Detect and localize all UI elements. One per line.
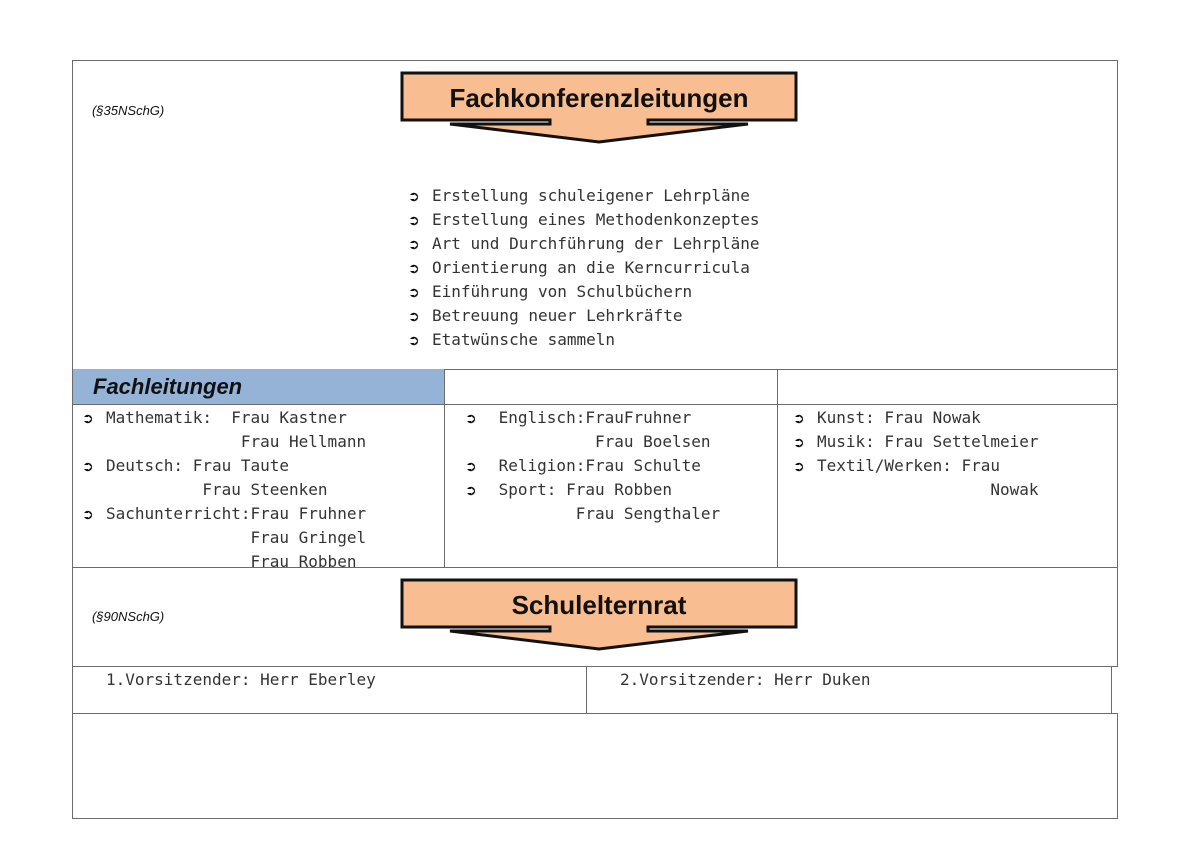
- arrow-bullet-icon: ➲: [793, 459, 805, 475]
- banner-arrow-shape: [400, 578, 798, 651]
- arrow-bullet-icon: ➲: [408, 333, 420, 349]
- table-cell-line: ➲Musik: Frau Settelmeier: [793, 430, 1039, 454]
- arrow-bullet-icon: ➲: [465, 459, 477, 475]
- fachkonferenz-law-ref: (§35NSchG): [92, 103, 165, 118]
- table-divider: [72, 404, 1118, 405]
- arrow-bullet-icon: ➲: [793, 411, 805, 427]
- table-cell-line: ➲ Sport: Frau Robben: [465, 478, 720, 502]
- table-divider: [586, 666, 587, 714]
- table-divider: [777, 369, 778, 568]
- table-cell-line: ➲Deutsch: Frau Taute: [82, 454, 366, 478]
- arrow-bullet-icon: ➲: [408, 309, 420, 325]
- table-cell-line: ➲ Englisch:FrauFruhner: [465, 406, 720, 430]
- empty-notes-box: [72, 713, 1118, 819]
- arrow-bullet-icon: ➲: [408, 285, 420, 301]
- table-cell-line: ➲Sachunterricht:Frau Fruhner: [82, 502, 366, 526]
- fachkonferenz-banner: Fachkonferenzleitungen: [398, 70, 800, 146]
- arrow-bullet-icon: ➲: [408, 189, 420, 205]
- fachleitungen-col-3: ➲Kunst: Frau Nowak ➲Musik: Frau Settelme…: [793, 406, 1039, 502]
- fachleitungen-title: Fachleitungen: [73, 369, 444, 404]
- arrow-bullet-icon: ➲: [465, 411, 477, 427]
- list-item: ➲Betreuung neuer Lehrkräfte: [408, 304, 760, 328]
- list-item: ➲Einführung von Schulbüchern: [408, 280, 760, 304]
- arrow-bullet-icon: ➲: [82, 507, 94, 523]
- schulelternrat-title: Schulelternrat: [511, 590, 687, 620]
- list-item: ➲Erstellung schuleigener Lehrpläne: [408, 184, 760, 208]
- list-item: ➲Art und Durchführung der Lehrpläne: [408, 232, 760, 256]
- schulelternrat-banner: Schulelternrat: [398, 577, 800, 653]
- fachleitungen-col-2: ➲ Englisch:FrauFruhner Frau Boelsen ➲ Re…: [465, 406, 720, 526]
- chair-2-text: 2.Vorsitzender: Herr Duken: [620, 670, 871, 689]
- table-cell-line: Frau Gringel: [106, 528, 367, 547]
- table-cell-line: Frau Hellmann: [106, 432, 367, 451]
- arrow-bullet-icon: ➲: [82, 459, 94, 475]
- table-cell-line: ➲Mathematik: Frau Kastner: [82, 406, 366, 430]
- arrow-bullet-icon: ➲: [793, 435, 805, 451]
- table-cell-line: Frau Steenken: [106, 480, 328, 499]
- list-item: ➲Orientierung an die Kerncurricula: [408, 256, 760, 280]
- arrow-bullet-icon: ➲: [465, 483, 477, 499]
- fachkonferenz-title: Fachkonferenzleitungen: [449, 83, 749, 113]
- table-cell-line: Nowak: [817, 480, 1039, 499]
- table-cell-line: Frau Boelsen: [489, 432, 711, 451]
- schulelternrat-law-ref: (§90NSchG): [92, 609, 165, 624]
- table-cell-line: ➲Textil/Werken: Frau: [793, 454, 1039, 478]
- table-cell-line: ➲Kunst: Frau Nowak: [793, 406, 1039, 430]
- table-cell-line: Frau Sengthaler: [489, 504, 721, 523]
- task-list: ➲Erstellung schuleigener Lehrpläne ➲Erst…: [408, 184, 760, 352]
- fachleitungen-col-1: ➲Mathematik: Frau Kastner Frau Hellmann …: [82, 406, 366, 574]
- table-cell-line: ➲ Religion:Frau Schulte: [465, 454, 720, 478]
- arrow-bullet-icon: ➲: [82, 411, 94, 427]
- arrow-bullet-icon: ➲: [408, 261, 420, 277]
- arrow-bullet-icon: ➲: [408, 213, 420, 229]
- list-item: ➲Erstellung eines Methodenkonzeptes: [408, 208, 760, 232]
- chair-1-text: 1.Vorsitzender: Herr Eberley: [106, 670, 376, 689]
- table-divider: [444, 369, 445, 568]
- list-item: ➲Etatwünsche sammeln: [408, 328, 760, 352]
- table-cell-line: Frau Robben: [106, 552, 357, 571]
- arrow-bullet-icon: ➲: [408, 237, 420, 253]
- banner-arrow-shape: [400, 71, 798, 144]
